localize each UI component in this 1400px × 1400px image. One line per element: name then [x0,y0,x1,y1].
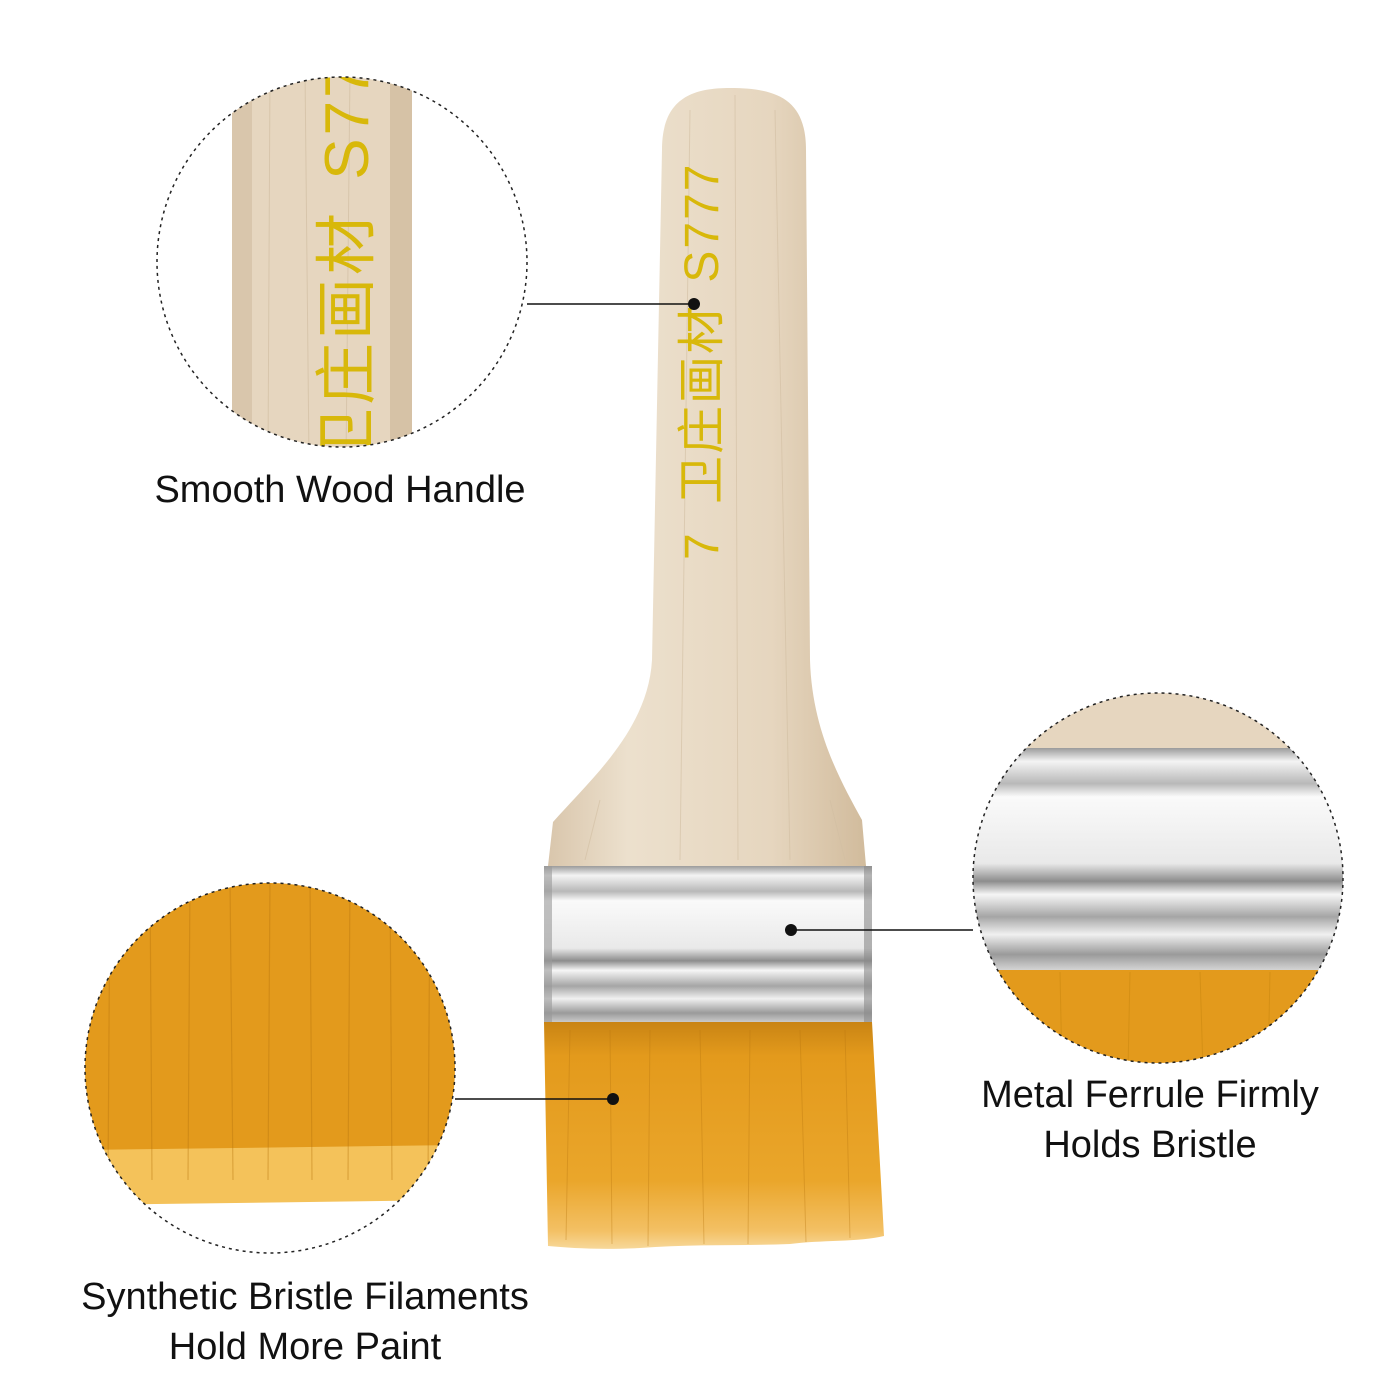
zoom-circle-ferrule [972,692,1344,1064]
zoom-circle-handle: 卫庄画材 S777 [156,23,528,470]
callout-bristle-pointer [455,1093,619,1105]
callout-bristle-line1: Synthetic Bristle Filaments [81,1276,529,1318]
callout-label-handle: Smooth Wood Handle [100,465,580,515]
svg-text:卫庄画材 S777: 卫庄画材 S777 [313,23,382,470]
handle-print: 7 卫庄画材 S777 [676,162,729,560]
paint-brush: 7 卫庄画材 S777 [544,88,884,1249]
callout-label-bristle: Synthetic Bristle Filaments Hold More Pa… [20,1272,590,1372]
zoom-circle-bristle [84,882,456,1254]
callout-ferrule-line2: Holds Bristle [1043,1124,1257,1166]
callout-ferrule-pointer [785,924,973,936]
callout-label-ferrule: Metal Ferrule Firmly Holds Bristle [920,1070,1380,1170]
synthetic-bristles [544,1022,884,1249]
callout-handle-line1: Smooth Wood Handle [154,469,526,511]
callout-ferrule-line1: Metal Ferrule Firmly [981,1074,1319,1116]
callout-handle-pointer [527,298,700,310]
callout-bristle-line2: Hold More Paint [168,1326,442,1368]
metal-ferrule [544,866,872,1024]
